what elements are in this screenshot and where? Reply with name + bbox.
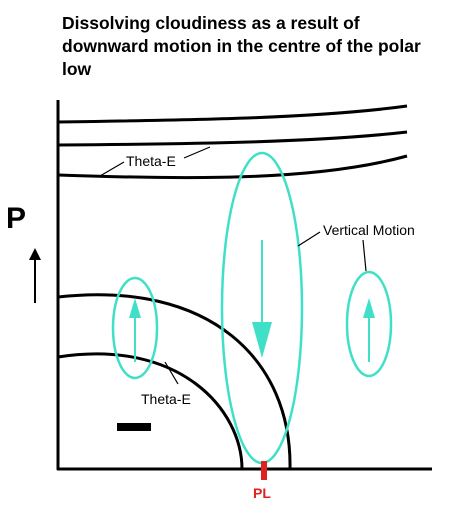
theta-e-arc-inner <box>57 352 244 470</box>
theta-e-line-2 <box>57 130 408 147</box>
minus-sign-icon <box>117 423 151 431</box>
upper-theta-e-lines <box>57 104 408 180</box>
vertical-motion-cells <box>111 151 393 465</box>
polar-low-label: PL <box>253 485 271 501</box>
lower-theta-e-arcs <box>57 293 292 470</box>
theta-e-upper-label: Theta-E <box>126 153 176 169</box>
vertical-motion-leader <box>297 231 321 247</box>
vertical-motion-leader-right <box>362 239 367 272</box>
pressure-label: P <box>6 202 26 235</box>
theta-e-upper-leader <box>99 161 125 177</box>
theta-e-upper-leader-2 <box>183 146 211 159</box>
up-arrow-left-icon <box>129 298 141 318</box>
diagram-title: Dissolving cloudiness as a result of dow… <box>62 13 421 79</box>
updraft-ellipse-right <box>345 270 393 378</box>
up-arrow-right-icon <box>363 298 375 318</box>
theta-e-arc-outer <box>57 293 292 470</box>
polar-low-tick <box>261 461 267 480</box>
theta-e-line-3 <box>57 154 408 180</box>
down-arrow-center-icon <box>252 322 272 358</box>
vertical-motion-arrows <box>129 240 375 362</box>
frame <box>56 100 432 471</box>
theta-e-line-1 <box>57 104 408 124</box>
vertical-motion-label: Vertical Motion <box>323 222 415 238</box>
theta-e-lower-label: Theta-E <box>141 391 191 407</box>
updraft-ellipse-left <box>111 276 159 380</box>
theta-e-lower-leader <box>164 361 179 385</box>
